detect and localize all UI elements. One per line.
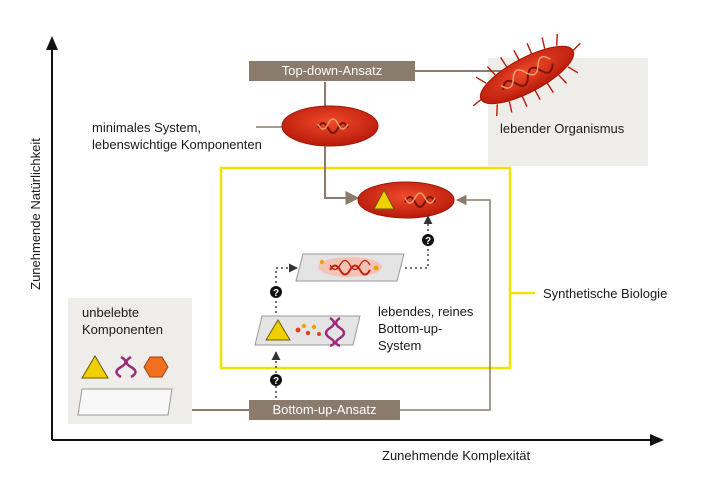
question-mark-icon: ? bbox=[422, 234, 434, 247]
inanimate-components-label: unbelebte Komponenten bbox=[82, 304, 163, 338]
empty-tray bbox=[77, 388, 173, 416]
triangle-icon bbox=[373, 188, 395, 210]
question-mark-icon: ? bbox=[270, 374, 282, 387]
svg-text:?: ? bbox=[273, 288, 279, 299]
cell-icon bbox=[357, 181, 455, 219]
synthetic-biology-label: Synthetische Biologie bbox=[543, 286, 668, 301]
svg-text:?: ? bbox=[273, 376, 279, 387]
pure-system-line1: lebendes, reines bbox=[378, 304, 474, 319]
pure-system-label: lebendes, reines Bottom-up- System bbox=[378, 303, 473, 354]
vesicle-tray bbox=[295, 253, 405, 282]
dna-icon bbox=[115, 355, 137, 379]
x-axis bbox=[52, 434, 664, 446]
axis-arrow-icon bbox=[650, 434, 664, 446]
bacterium-icon bbox=[472, 33, 581, 117]
svg-text:?: ? bbox=[425, 236, 431, 247]
triangle-icon bbox=[81, 355, 109, 379]
cell-icon bbox=[281, 105, 379, 147]
bottom-up-label: Bottom-up-Ansatz bbox=[249, 400, 400, 420]
y-axis-label: Zunehmende Natürlichkeit bbox=[28, 138, 43, 290]
top-down-label: Top-down-Ansatz bbox=[249, 61, 415, 81]
inanimate-components-group bbox=[77, 355, 173, 416]
minimal-system-line1: minimales System, bbox=[92, 120, 202, 135]
hexagon-icon bbox=[143, 356, 169, 378]
inanimate-line1: unbelebte bbox=[82, 305, 140, 320]
y-axis bbox=[46, 36, 58, 440]
components-tray bbox=[254, 315, 361, 348]
triangle-icon bbox=[265, 319, 291, 341]
living-organism-label: lebender Organismus bbox=[500, 121, 625, 136]
axis-arrow-icon bbox=[46, 36, 58, 50]
minimal-system-line2: lebenswichtige Komponenten bbox=[92, 137, 262, 152]
question-mark-icon: ? bbox=[270, 286, 282, 299]
x-axis-label: Zunehmende Komplexität bbox=[382, 448, 531, 463]
inanimate-line2: Komponenten bbox=[82, 322, 163, 337]
pure-system-line2: Bottom-up- bbox=[378, 321, 443, 336]
pure-system-line3: System bbox=[378, 338, 422, 353]
synthetic-biology-frame bbox=[219, 166, 512, 370]
minimal-system-label: minimales System, lebenswichtige Kompone… bbox=[92, 119, 262, 153]
bottom-up-arrow bbox=[400, 194, 491, 411]
dna-icon bbox=[324, 316, 346, 348]
